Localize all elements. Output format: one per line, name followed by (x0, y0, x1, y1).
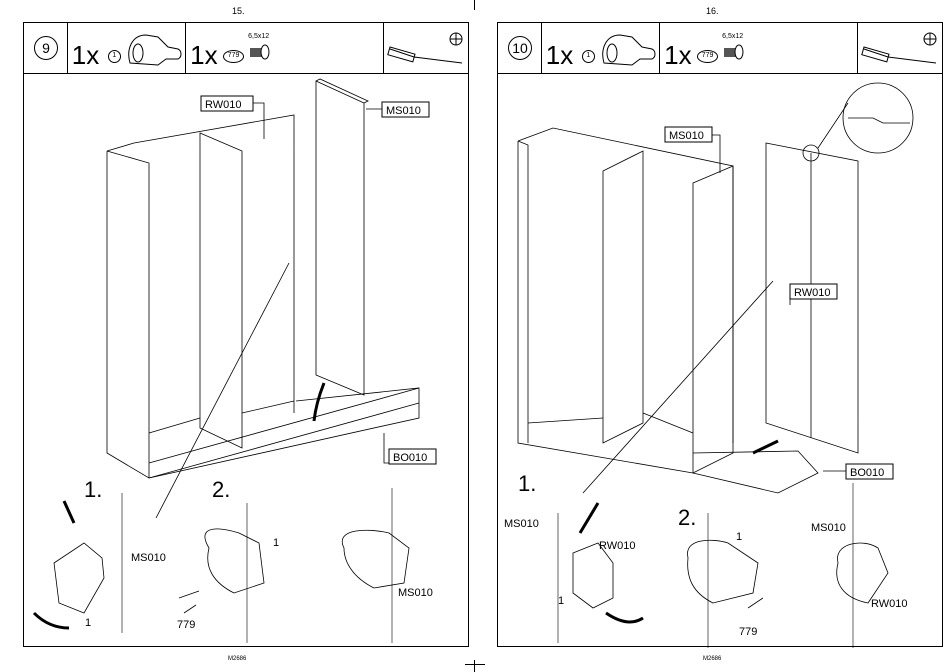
label-rw010: RW010 (794, 287, 830, 299)
crop-mark (474, 660, 475, 672)
label-bo010: BO010 (393, 452, 427, 464)
cam-lock-drawing (573, 543, 613, 608)
wardrobe-carcass (107, 115, 419, 478)
cam-lock-drawing (205, 529, 264, 593)
arrow-icon (64, 501, 74, 523)
detail-part-1: 1 (736, 531, 742, 543)
arrow-icon (34, 613, 69, 628)
label-ms010: MS010 (386, 105, 421, 117)
detail-label-ms010: MS010 (811, 522, 846, 534)
label-ms010: MS010 (669, 130, 704, 142)
bottom-panel (149, 388, 419, 478)
page-number-right: 16. (706, 6, 719, 16)
detail-label-ms010: MS010 (504, 518, 539, 530)
crop-mark (474, 0, 475, 10)
assembly-illustration: MS010 RW010 BO010 1. 2. MS010 RW010 MS01… (498, 23, 944, 648)
detail-part-1: 1 (558, 595, 564, 607)
detail-label-ms010: MS010 (131, 552, 166, 564)
footer-code-left: M2686 (228, 656, 246, 662)
label-rw010: RW010 (205, 99, 241, 111)
detail-part-1: 1 (85, 617, 91, 629)
label-bo010: BO010 (850, 467, 884, 479)
detail-label-rw010: RW010 (599, 540, 635, 552)
step-1-label: 1. (518, 471, 536, 496)
wardrobe-carcass (518, 128, 733, 473)
screw-drawing (748, 598, 763, 608)
detail-screw-779: 779 (739, 626, 757, 638)
footer-code-right: M2686 (703, 656, 721, 662)
detail-label-rw010: RW010 (871, 598, 907, 610)
arrow-icon (314, 383, 324, 421)
arrow-icon (606, 613, 643, 622)
cam-lock-drawing (837, 543, 888, 603)
detail-label-ms010: MS010 (398, 587, 433, 599)
detail-screw-779: 779 (177, 619, 195, 631)
middle-panel-ms010 (316, 79, 368, 395)
cam-lock-drawing (342, 530, 409, 588)
detail-pointer (583, 281, 773, 493)
screw-drawing (179, 591, 199, 613)
cam-lock-drawing (687, 540, 758, 603)
step-2-label: 2. (678, 505, 696, 530)
cam-lock-drawing (54, 543, 104, 613)
step-2-label: 2. (212, 477, 230, 502)
arrow-icon (580, 503, 598, 533)
page-number-left: 15. (232, 6, 245, 16)
step-panel-9: 9 1x 1 1x 779 6,5x12 (23, 22, 469, 647)
assembly-illustration: RW010 MS010 BO010 1. 2. MS010 MS010 1 1 … (24, 23, 470, 648)
detail-part-1: 1 (273, 537, 279, 549)
step-1-label: 1. (84, 477, 102, 502)
step-panel-10: 10 1x 1 1x 779 6,5x12 (497, 22, 943, 647)
crop-mark (465, 664, 485, 665)
